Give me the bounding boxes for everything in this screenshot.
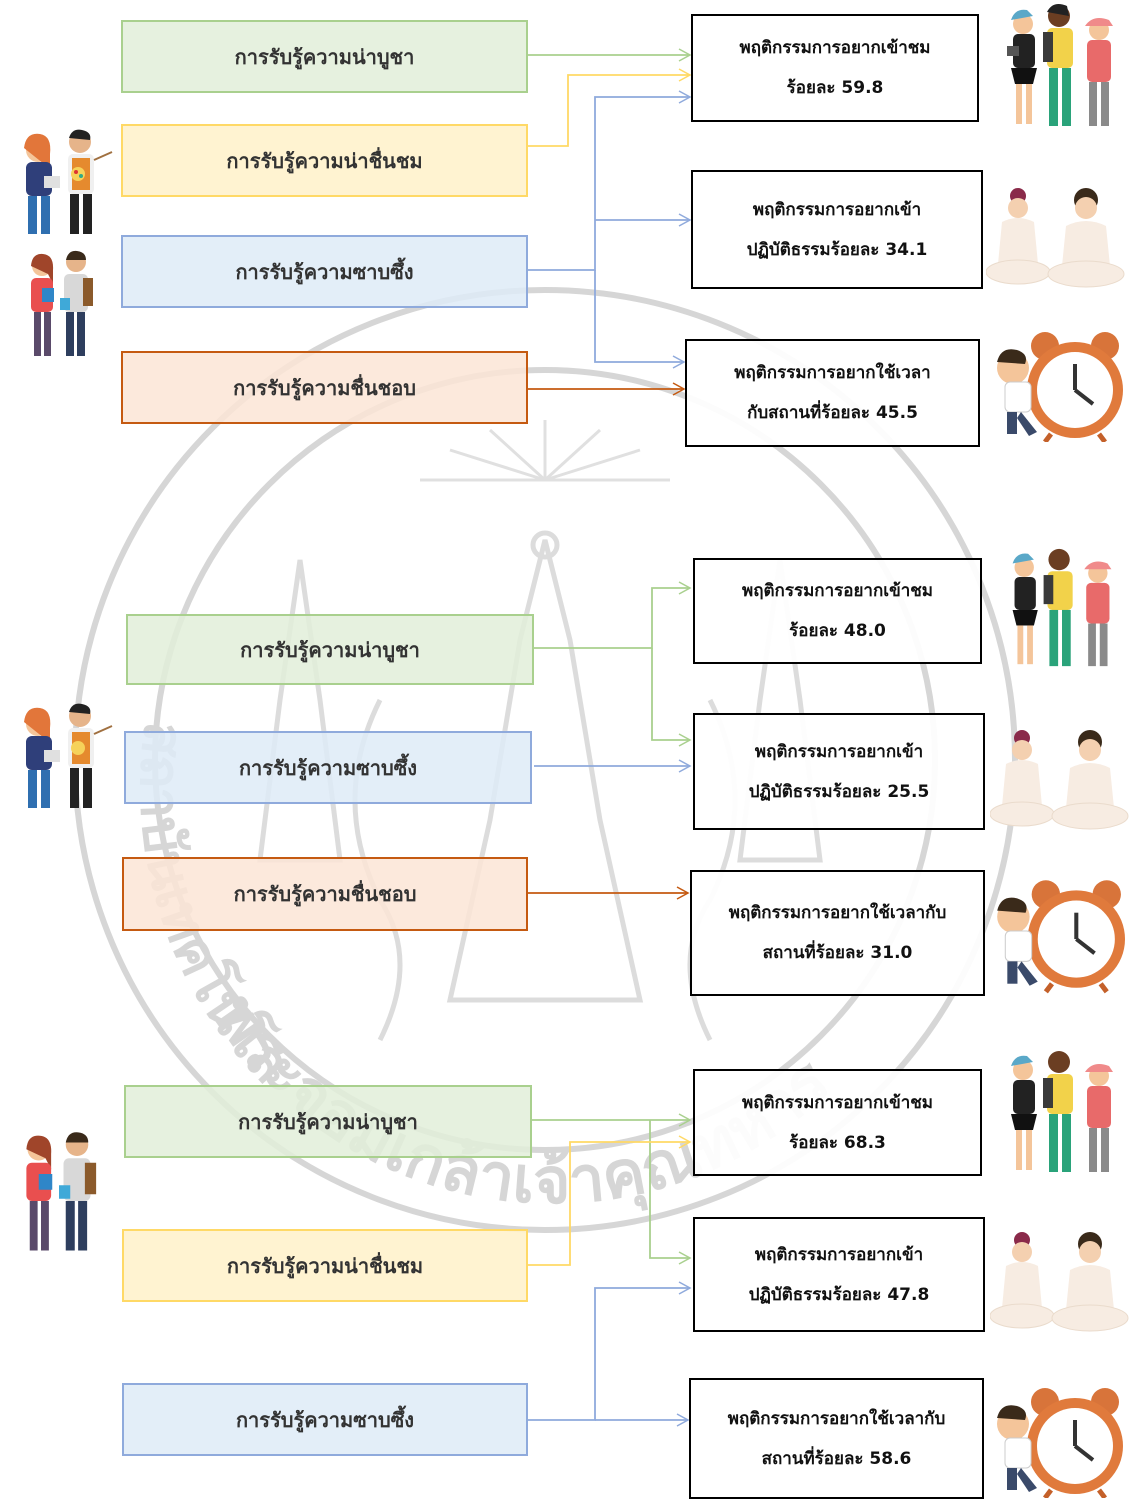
g2-perception-like-label: การรับรู้ความชื่นชอบ	[233, 882, 417, 906]
g1-perception-like-label: การรับรู้ความชื่นชอบ	[233, 375, 416, 400]
g2-behavior-practice: พฤติกรรมการอยากเข้าปฏิบัติธรรมร้อยละ 25.…	[693, 713, 985, 830]
meditators-illustration-icon	[990, 730, 1129, 830]
connector-g1-yellow	[528, 68, 692, 147]
g1-perception-appreciate: การรับรู้ความซาบซึ้ง	[121, 235, 528, 308]
g2-behavior-visit-line1: พฤติกรรมการอยากเข้าชม	[741, 581, 933, 601]
g3-perception-admire-label: การรับรู้ความน่าชื่นชม	[226, 1253, 424, 1278]
alarm-clock-icon	[997, 332, 1123, 442]
tourists-illustration-icon	[1011, 1051, 1113, 1172]
g3-behavior-practice-line1: พฤติกรรมการอยากเข้า	[754, 1244, 924, 1265]
g2-perception-like: การรับรู้ความชื่นชอบ	[122, 857, 528, 931]
g3-behavior-spend-time-line1: พฤติกรรมการอยากใช้เวลากับ	[727, 1408, 946, 1429]
artists-illustration-icon	[24, 129, 113, 234]
g3-perception-worship-label: การรับรู้ความน่าบูชา	[238, 1109, 418, 1134]
g3-perception-admire: การรับรู้ความน่าชื่นชม	[122, 1229, 528, 1302]
g1-behavior-practice-line2: ปฏิบัติธรรมร้อยละ 34.1	[746, 239, 928, 260]
g2-behavior-practice-line1: พฤติกรรมการอยากเข้า	[754, 741, 924, 762]
g3-behavior-visit: พฤติกรรมการอยากเข้าชมร้อยละ 68.3	[693, 1069, 982, 1176]
g1-perception-like: การรับรู้ความชื่นชอบ	[121, 351, 528, 424]
g2-behavior-spend-time-line2: สถานที่ร้อยละ 31.0	[762, 943, 913, 963]
g2-behavior-spend-time: พฤติกรรมการอยากใช้เวลากับสถานที่ร้อยละ 3…	[690, 870, 985, 996]
g3-behavior-practice: พฤติกรรมการอยากเข้าปฏิบัติธรรมร้อยละ 47.…	[693, 1217, 985, 1332]
students-illustration-icon	[31, 250, 93, 356]
g1-perception-appreciate-label: การรับรู้ความซาบซึ้ง	[235, 259, 414, 284]
g3-behavior-practice-line2: ปฏิบัติธรรมร้อยละ 47.8	[748, 1284, 930, 1305]
g1-behavior-spend-time-line1: พฤติกรรมการอยากใช้เวลา	[734, 363, 931, 383]
g1-perception-admire: การรับรู้ความน่าชื่นชม	[121, 124, 528, 197]
g3-behavior-visit-line2: ร้อยละ 68.3	[789, 1132, 886, 1153]
connector-g3-green-2	[649, 1120, 692, 1265]
g3-behavior-visit-line1: พฤติกรรมการอยากเข้าชม	[741, 1092, 933, 1113]
g1-behavior-visit-line1: พฤติกรรมการอยากเข้าชม	[739, 38, 931, 58]
tourists-illustration-icon	[1012, 548, 1112, 667]
students-illustration-icon	[26, 1132, 97, 1251]
connector-g2-green	[534, 581, 692, 649]
g1-behavior-practice-line1: พฤติกรรมการอยากเข้า	[752, 199, 922, 220]
connector-g2-green-2	[651, 648, 692, 747]
connector-g1-blue	[528, 90, 692, 271]
g2-perception-appreciate-label: การรับรู้ความซาบซึ้ง	[238, 755, 418, 780]
tourists-illustration-icon	[1007, 4, 1113, 126]
alarm-clock-icon	[997, 880, 1125, 994]
g3-perception-appreciate-label: การรับรู้ความซาบซึ้ง	[235, 1407, 415, 1432]
g1-perception-worship-label: การรับรู้ความน่าบูชา	[234, 44, 415, 69]
g2-behavior-visit-line2: ร้อยละ 48.0	[789, 621, 886, 641]
meditators-illustration-icon	[986, 188, 1125, 288]
g1-behavior-visit-line2: ร้อยละ 59.8	[786, 78, 884, 98]
g1-perception-admire-label: การรับรู้ความน่าชื่นชม	[226, 148, 423, 173]
g1-behavior-spend-time-line2: กับสถานที่ร้อยละ 45.5	[747, 403, 918, 423]
g3-behavior-spend-time-line2: สถานที่ร้อยละ 58.6	[761, 1448, 912, 1469]
g2-perception-worship: การรับรู้ความน่าบูชา	[126, 614, 534, 685]
g1-behavior-practice: พฤติกรรมการอยากเข้าปฏิบัติธรรมร้อยละ 34.…	[691, 170, 983, 289]
connector-g3-yellow	[528, 1135, 692, 1266]
g2-behavior-visit: พฤติกรรมการอยากเข้าชมร้อยละ 48.0	[693, 558, 982, 664]
g3-perception-worship: การรับรู้ความน่าบูชา	[124, 1085, 532, 1158]
g2-perception-worship-label: การรับรู้ความน่าบูชา	[240, 637, 420, 662]
g1-behavior-spend-time: พฤติกรรมการอยากใช้เวลากับสถานที่ร้อยละ 4…	[685, 339, 980, 447]
g1-behavior-visit: พฤติกรรมการอยากเข้าชมร้อยละ 59.8	[691, 14, 979, 122]
alarm-clock-icon	[997, 1388, 1123, 1498]
connector-g1-blue-3	[594, 270, 686, 369]
g1-perception-worship: การรับรู้ความน่าบูชา	[121, 20, 528, 93]
artists-illustration-icon	[24, 703, 113, 808]
g3-behavior-spend-time: พฤติกรรมการอยากใช้เวลากับสถานที่ร้อยละ 5…	[689, 1378, 984, 1499]
connector-g3-blue	[528, 1281, 692, 1421]
meditators-illustration-icon	[990, 1232, 1129, 1332]
g2-behavior-spend-time-line1: พฤติกรรมการอยากใช้เวลากับ	[728, 903, 947, 923]
g2-behavior-practice-line2: ปฏิบัติธรรมร้อยละ 25.5	[748, 781, 930, 802]
g3-perception-appreciate: การรับรู้ความซาบซึ้ง	[122, 1383, 528, 1456]
g2-perception-appreciate: การรับรู้ความซาบซึ้ง	[124, 731, 532, 804]
